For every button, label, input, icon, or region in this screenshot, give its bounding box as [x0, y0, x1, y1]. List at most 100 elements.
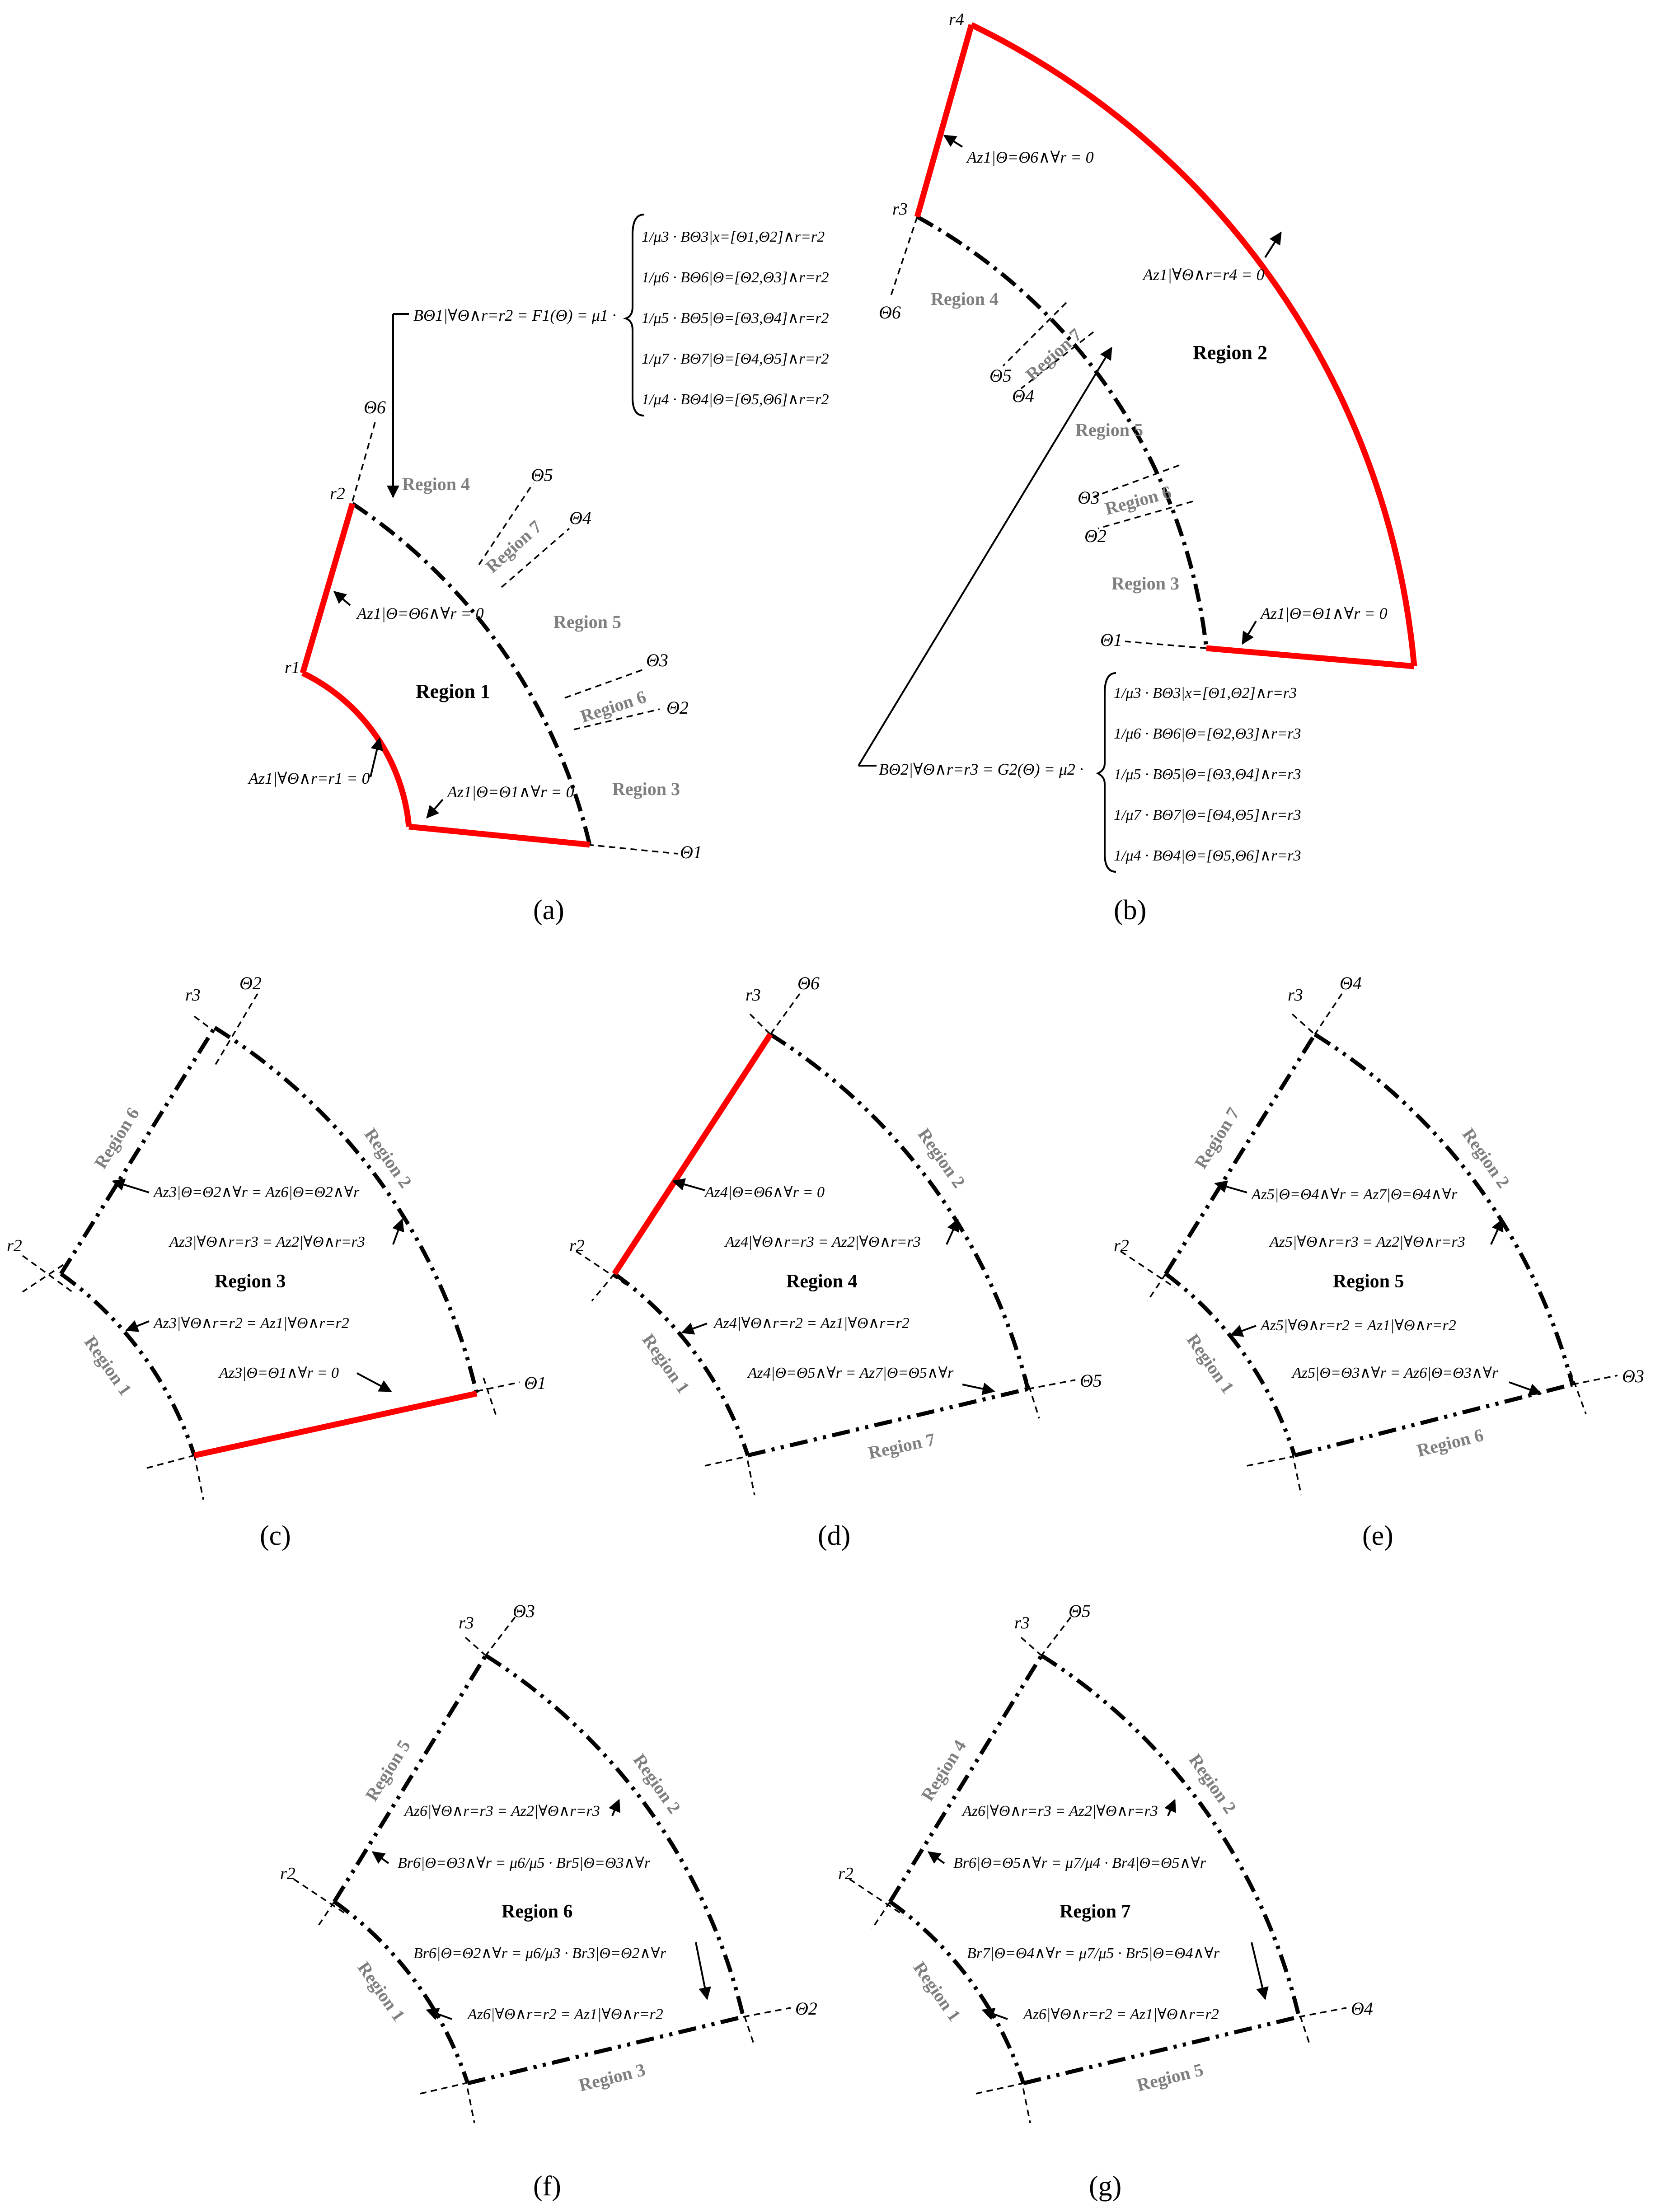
eq2-e: Az5|∀Θ∧r=r3 = Az2|∀Θ∧r=r3	[1269, 1234, 1465, 1250]
neighbor-region3-b: Region 3	[1111, 573, 1179, 594]
neighbor-right-c: Region 2	[361, 1124, 416, 1192]
theta5-ext-inner-g	[871, 1901, 891, 1929]
brace-a	[623, 214, 644, 416]
b-lhs-a: BΘ1|∀Θ∧r=r2 = F1(Θ) = μ1 ·	[413, 306, 616, 324]
r2-arc-f	[333, 1900, 470, 2084]
b-case1-b: 1/μ3 · BΘ3|x=[Θ1,Θ2]∧r=r3	[1114, 685, 1297, 701]
theta4-ext-outer-g	[1299, 2007, 1347, 2018]
panel-d: r3 Θ6 r2 Θ5 Region 4 Region 7 Region 2 R…	[569, 973, 1102, 1551]
panel-f: r3 Θ3 r2 Θ2 Region 6 Region 5 Region 3 R…	[280, 1601, 817, 2202]
bc-inner-arrow-a	[370, 737, 383, 777]
eq1-d: Az4|Θ=Θ6∧∀r = 0	[704, 1184, 825, 1201]
panel-a: r1 r2 Θ6 Θ5 Θ4 Θ3 Θ2 Θ1 Region 1 Region …	[248, 214, 829, 926]
r2-tick-top-c	[22, 1255, 73, 1293]
caption-b: (b)	[1114, 895, 1146, 926]
eq4-arrow-e	[1509, 1381, 1542, 1396]
label-theta2-a: Θ2	[666, 697, 689, 718]
caption-d: (d)	[818, 1520, 850, 1551]
label-r3-e: r3	[1288, 986, 1303, 1005]
label-theta3-b: Θ3	[1078, 487, 1100, 508]
r3-tick-top-e	[1291, 1013, 1316, 1035]
theta6-line-a	[352, 422, 376, 502]
region-title-e: Region 5	[1333, 1271, 1404, 1292]
neighbor-region5-b: Region 5	[1075, 420, 1143, 440]
neighbor-inner-c: Region 1	[80, 1332, 136, 1399]
theta2-ext-c	[214, 993, 258, 1066]
neighbor-region5-a: Region 5	[553, 612, 621, 632]
theta1-line-a	[587, 844, 678, 855]
caption-f: (f)	[533, 2171, 561, 2202]
bc-left-arrow-a	[333, 591, 351, 606]
r2-tick-bot-c	[193, 1454, 204, 1500]
theta5-ext-g	[1041, 1616, 1072, 1656]
label-theta2-c: Θ2	[239, 973, 262, 993]
theta4-boundary-e	[1164, 1033, 1317, 1275]
theta6-boundary-d	[612, 1033, 773, 1276]
theta3-boundary-f	[333, 1654, 488, 1903]
eq1-arrow-f	[609, 1799, 620, 1816]
r2-tick-top-e	[1120, 1250, 1175, 1288]
r3-arc-c	[213, 1026, 479, 1394]
neighbor-bottom-e: Region 6	[1415, 1425, 1485, 1461]
r3-tick-bot-c	[483, 1377, 498, 1419]
eq2-arrow-c	[392, 1218, 404, 1245]
r3-tick-top-d	[749, 1013, 771, 1035]
neighbor-bottom-g: Region 5	[1135, 2059, 1205, 2095]
label-r3-d: r3	[746, 986, 761, 1005]
bc-bottom-arrow-a	[426, 799, 444, 819]
label-theta5-d: Θ5	[1080, 1370, 1102, 1391]
b-case2-b: 1/μ6 · BΘ6|Θ=[Θ2,Θ3]∧r=r3	[1114, 725, 1301, 742]
theta6-boundary-a	[300, 503, 356, 674]
eq4-g: Az6|∀Θ∧r=r2 = Az1|∀Θ∧r=r2	[1022, 2006, 1219, 2023]
r2-tick-top-f	[293, 1878, 348, 1916]
eq3-d: Az4|∀Θ∧r=r2 = Az1|∀Θ∧r=r2	[713, 1315, 910, 1332]
neighbor-left-c: Region 6	[90, 1104, 143, 1172]
caption-c: (c)	[260, 1520, 291, 1551]
r2-arc-g	[889, 1900, 1026, 2084]
label-theta2-b: Θ2	[1084, 526, 1107, 546]
eq2-f: Br6|Θ=Θ3∧∀r = μ6/μ5 · Br5|Θ=Θ3∧∀r	[398, 1855, 651, 1871]
theta6-line-b	[889, 216, 918, 299]
r2-arc-c	[60, 1272, 197, 1456]
label-r2-c: r2	[7, 1236, 22, 1255]
caption-a: (a)	[533, 895, 564, 926]
theta5-line-a	[478, 483, 534, 565]
theta1-ext-outer-c	[476, 1381, 520, 1392]
panel-g: r3 Θ5 r2 Θ4 Region 7 Region 4 Region 5 R…	[838, 1601, 1373, 2202]
label-theta4-b: Θ4	[1012, 386, 1034, 406]
theta2-boundary-f	[467, 2015, 744, 2086]
eq2-arrow-g	[927, 1851, 945, 1864]
neighbor-region4-a: Region 4	[402, 474, 470, 494]
theta1-boundary-c	[193, 1390, 478, 1459]
eq3-arrow-f	[695, 1942, 711, 2000]
b-case5-a: 1/μ4 · BΘ4|Θ=[Θ5,Θ6]∧r=r2	[642, 391, 829, 408]
eq1-e: Az5|Θ=Θ4∧∀r = Az7|Θ=Θ4∧∀r	[1251, 1186, 1458, 1203]
theta2-ext-outer-f	[743, 2007, 791, 2018]
label-theta5-a: Θ5	[531, 465, 553, 485]
neighbor-bottom-d: Region 7	[867, 1429, 937, 1463]
neighbor-right-f: Region 2	[629, 1750, 685, 1817]
bc-bottom-arrow-b	[1242, 620, 1257, 645]
eq1-arrow-e	[1214, 1180, 1247, 1193]
eq2-arrow-e	[1490, 1218, 1504, 1245]
label-theta3-e: Θ3	[1622, 1366, 1644, 1386]
neighbor-inner-e: Region 1	[1183, 1330, 1238, 1397]
label-theta6-d: Θ6	[797, 973, 820, 993]
label-theta4-g: Θ4	[1351, 1998, 1373, 2019]
label-r2-d: r2	[569, 1236, 585, 1255]
theta4-line-a	[501, 528, 570, 588]
r3-tick-bot-g	[1296, 2005, 1311, 2047]
b-case2-a: 1/μ6 · BΘ6|Θ=[Θ2,Θ3]∧r=r2	[642, 269, 829, 286]
theta2-ext-inner-c	[22, 1264, 64, 1293]
neighbor-right-g: Region 2	[1185, 1750, 1241, 1817]
neighbor-right-e: Region 2	[1458, 1124, 1514, 1192]
theta1-line-b	[1125, 641, 1207, 649]
label-theta4-e: Θ4	[1340, 973, 1362, 993]
neighbor-region3-a: Region 3	[612, 779, 680, 799]
r2-tick-bot-g	[1020, 2077, 1031, 2123]
label-theta1-c: Θ1	[524, 1373, 546, 1393]
region-title-f: Region 6	[502, 1901, 573, 1922]
r3-tick-bot-d	[1025, 1375, 1040, 1419]
bc-left-arrow-b	[943, 135, 963, 148]
